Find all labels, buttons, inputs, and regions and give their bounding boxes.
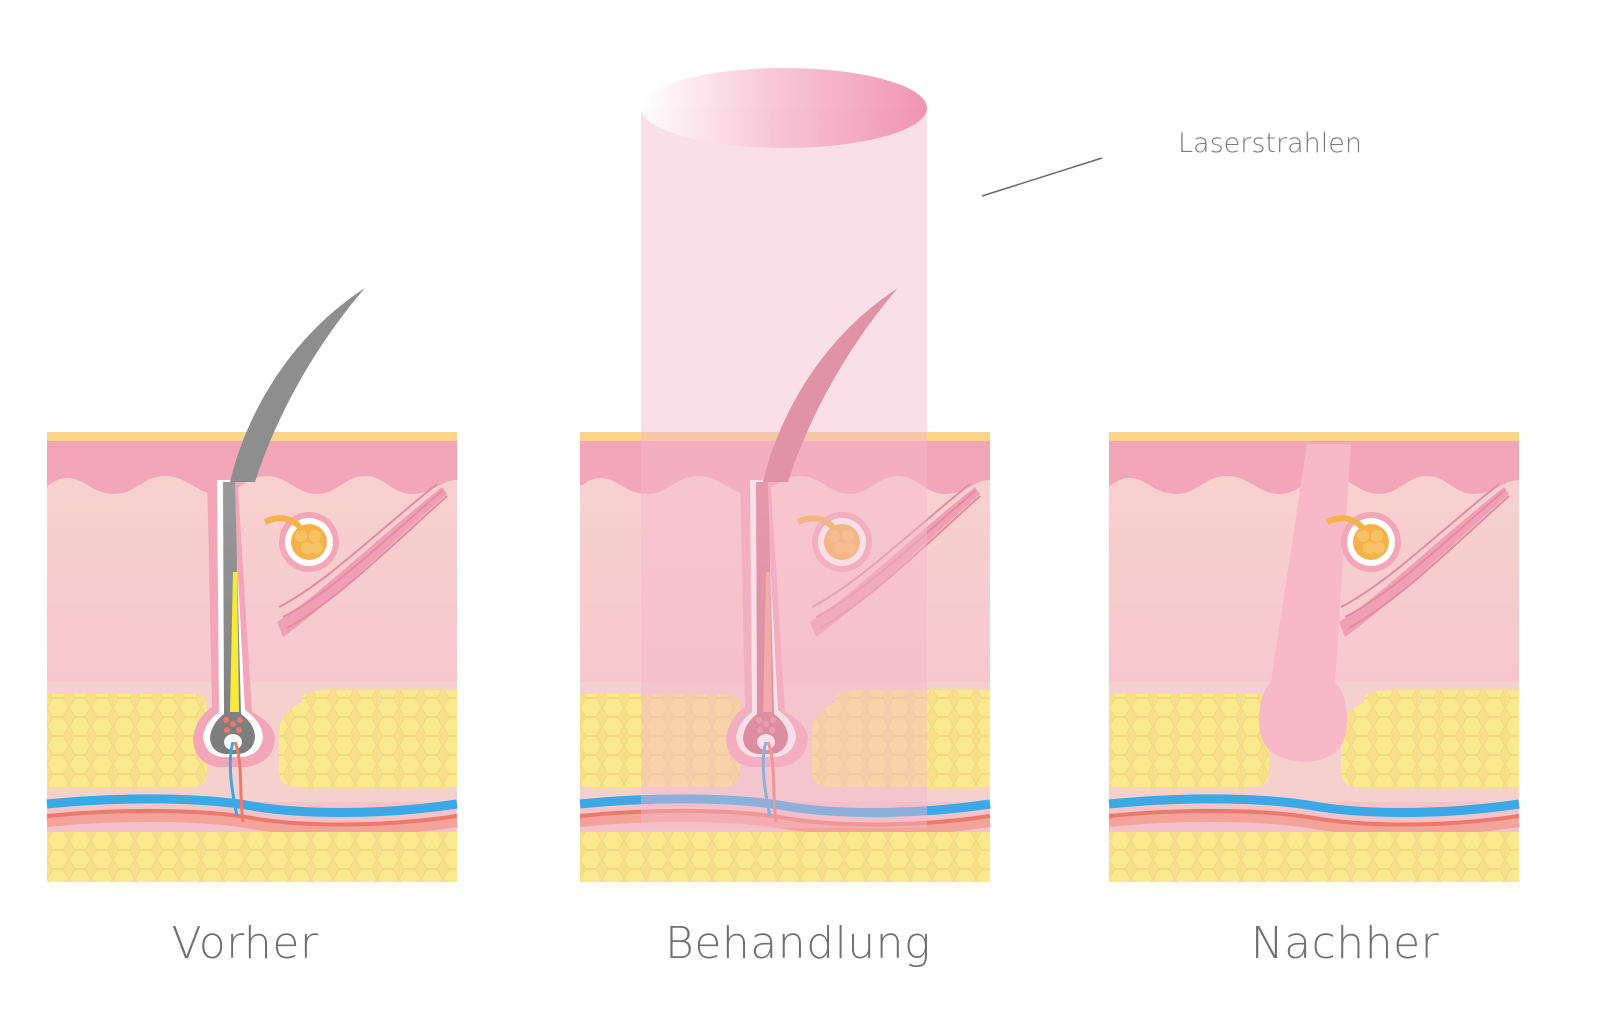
hair-shaft-treated (763, 288, 898, 482)
panel-treatment (580, 432, 990, 882)
caption-after: Nachher (1250, 918, 1440, 969)
panel-after (1109, 432, 1519, 882)
caption-treatment: Behandlung (665, 918, 931, 969)
laser-beam (641, 68, 927, 828)
caption-before: Vorher (171, 918, 319, 969)
laser-label: Laserstrahlen (1178, 128, 1363, 159)
hair-shaft-before (230, 288, 365, 482)
panel-before (47, 432, 457, 882)
laser-pointer-line (981, 157, 1103, 197)
